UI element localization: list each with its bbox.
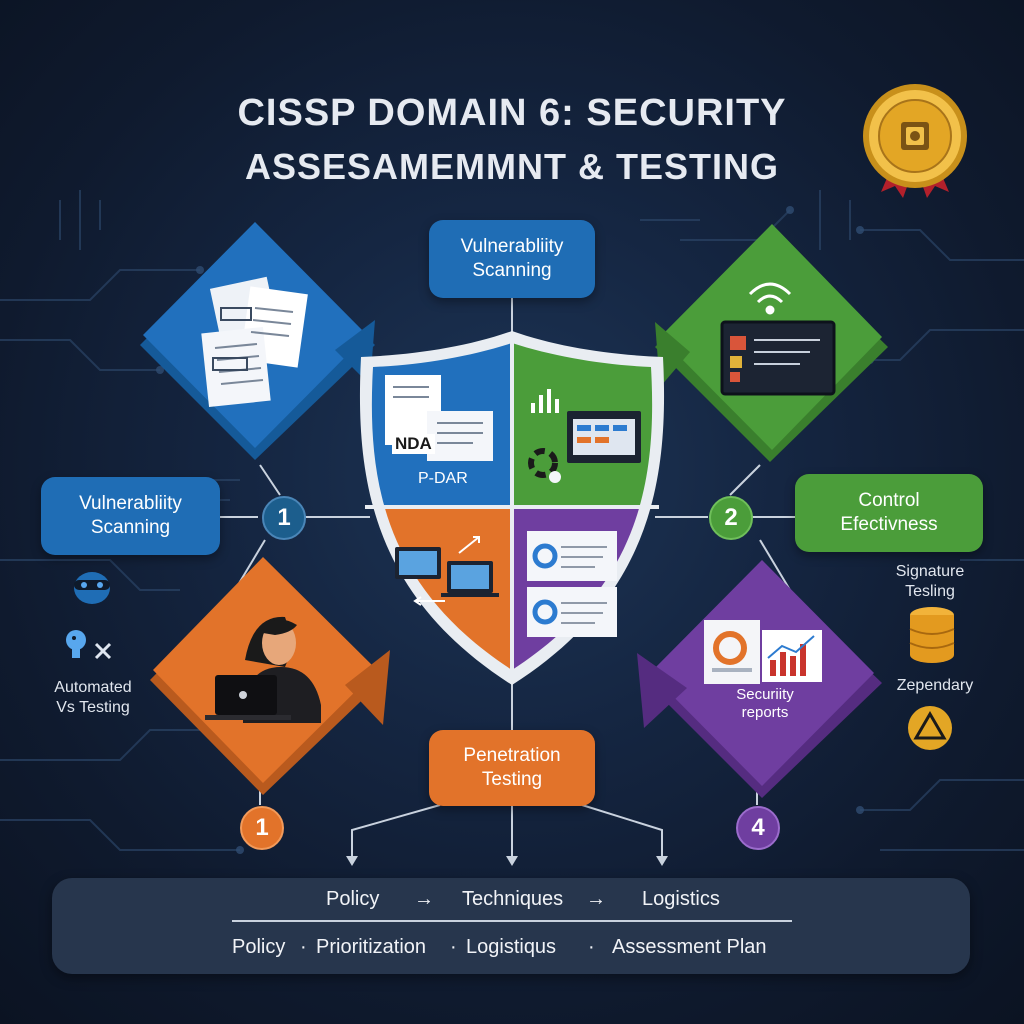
pill-line-1: Penetration <box>463 745 561 766</box>
devices-exchange-icon <box>395 536 499 606</box>
row2-assessment-plan: Assessment Plan <box>612 936 767 958</box>
central-shield <box>359 331 665 685</box>
step-badge-right: 2 <box>709 496 753 540</box>
diamond-penetration-tester <box>150 557 390 795</box>
pill-line-1: Vulnerabliity <box>79 493 182 514</box>
zependary-label: Zependary <box>896 677 974 694</box>
step-badge-bottom-left: 1 <box>240 806 284 850</box>
title-line-1: CISSP DOMAIN 6: SECURITY <box>237 92 787 134</box>
step-badge-bottom-right: 4 <box>736 806 780 850</box>
security-reports-label-line2: reports <box>741 704 789 721</box>
report-pages-icon <box>527 531 617 637</box>
row2-logistiqus: Logistiqus <box>466 936 557 958</box>
pill-line-2: Efectivness <box>840 514 938 535</box>
pdar-label: P-DAR <box>418 470 468 487</box>
row2-sep-1: · <box>300 936 307 958</box>
diamond-security-reports <box>637 560 882 798</box>
row1-techniques: Techniques <box>462 888 564 910</box>
row2-prioritization: Prioritization <box>316 936 427 958</box>
row2-sep-3: · <box>588 936 595 958</box>
panel-divider <box>232 920 792 922</box>
security-reports-label-line1: Securiity <box>736 686 794 703</box>
pill-control-effectiveness[interactable]: Control Efectivness <box>795 474 983 552</box>
diamond-monitoring <box>655 224 888 462</box>
pill-line-2: Testing <box>481 769 543 790</box>
report-charts-icon <box>704 620 822 684</box>
row1-policy: Policy <box>326 888 380 910</box>
wifi-icon <box>748 282 792 315</box>
pill-penetration-testing[interactable]: Penetration Testing <box>429 730 595 806</box>
diamond-documents <box>140 222 375 460</box>
row2-sep-2: · <box>450 936 457 958</box>
pill-line-2: Scanning <box>472 260 552 281</box>
process-panel: Policy → Techniques → Logistics Policy ·… <box>52 878 970 974</box>
automated-label-line1: Automated <box>54 679 132 696</box>
signature-label-line2: Tesling <box>905 583 955 600</box>
row1-logistics: Logistics <box>642 888 720 910</box>
automated-label-line2: Vs Testing <box>56 699 130 716</box>
hacker-mask-icon <box>74 572 110 604</box>
pill-line-2: Scanning <box>90 517 171 538</box>
nda-label: NDA <box>392 434 435 454</box>
database-icon <box>909 607 955 663</box>
document-stack-icon <box>201 276 308 408</box>
pill-line-1: Control <box>858 490 920 511</box>
analytics-dashboard-icon <box>528 389 641 483</box>
warning-icon <box>908 706 952 750</box>
nda-document-icon <box>385 375 493 461</box>
certification-seal-icon <box>863 84 967 198</box>
pill-vulnerability-scanning-top[interactable]: Vulnerabliity Scanning <box>429 220 595 298</box>
row2-policy: Policy <box>232 936 286 958</box>
pill-vulnerability-scanning-left[interactable]: Vulnerabliity Scanning <box>41 477 220 555</box>
step-badge-left: 1 <box>262 496 306 540</box>
person-at-laptop-icon <box>205 616 321 723</box>
title-line-2: ASSESAMEMMNT & TESTING <box>244 146 779 187</box>
row1-arrow-1: → <box>414 888 434 910</box>
bulb-x-icon <box>66 630 112 660</box>
signature-label-line1: Signature <box>895 563 965 580</box>
dashboard-screen-icon <box>720 320 836 396</box>
row1-arrow-2: → <box>586 888 606 910</box>
pill-line-1: Vulnerabliity <box>460 236 564 257</box>
